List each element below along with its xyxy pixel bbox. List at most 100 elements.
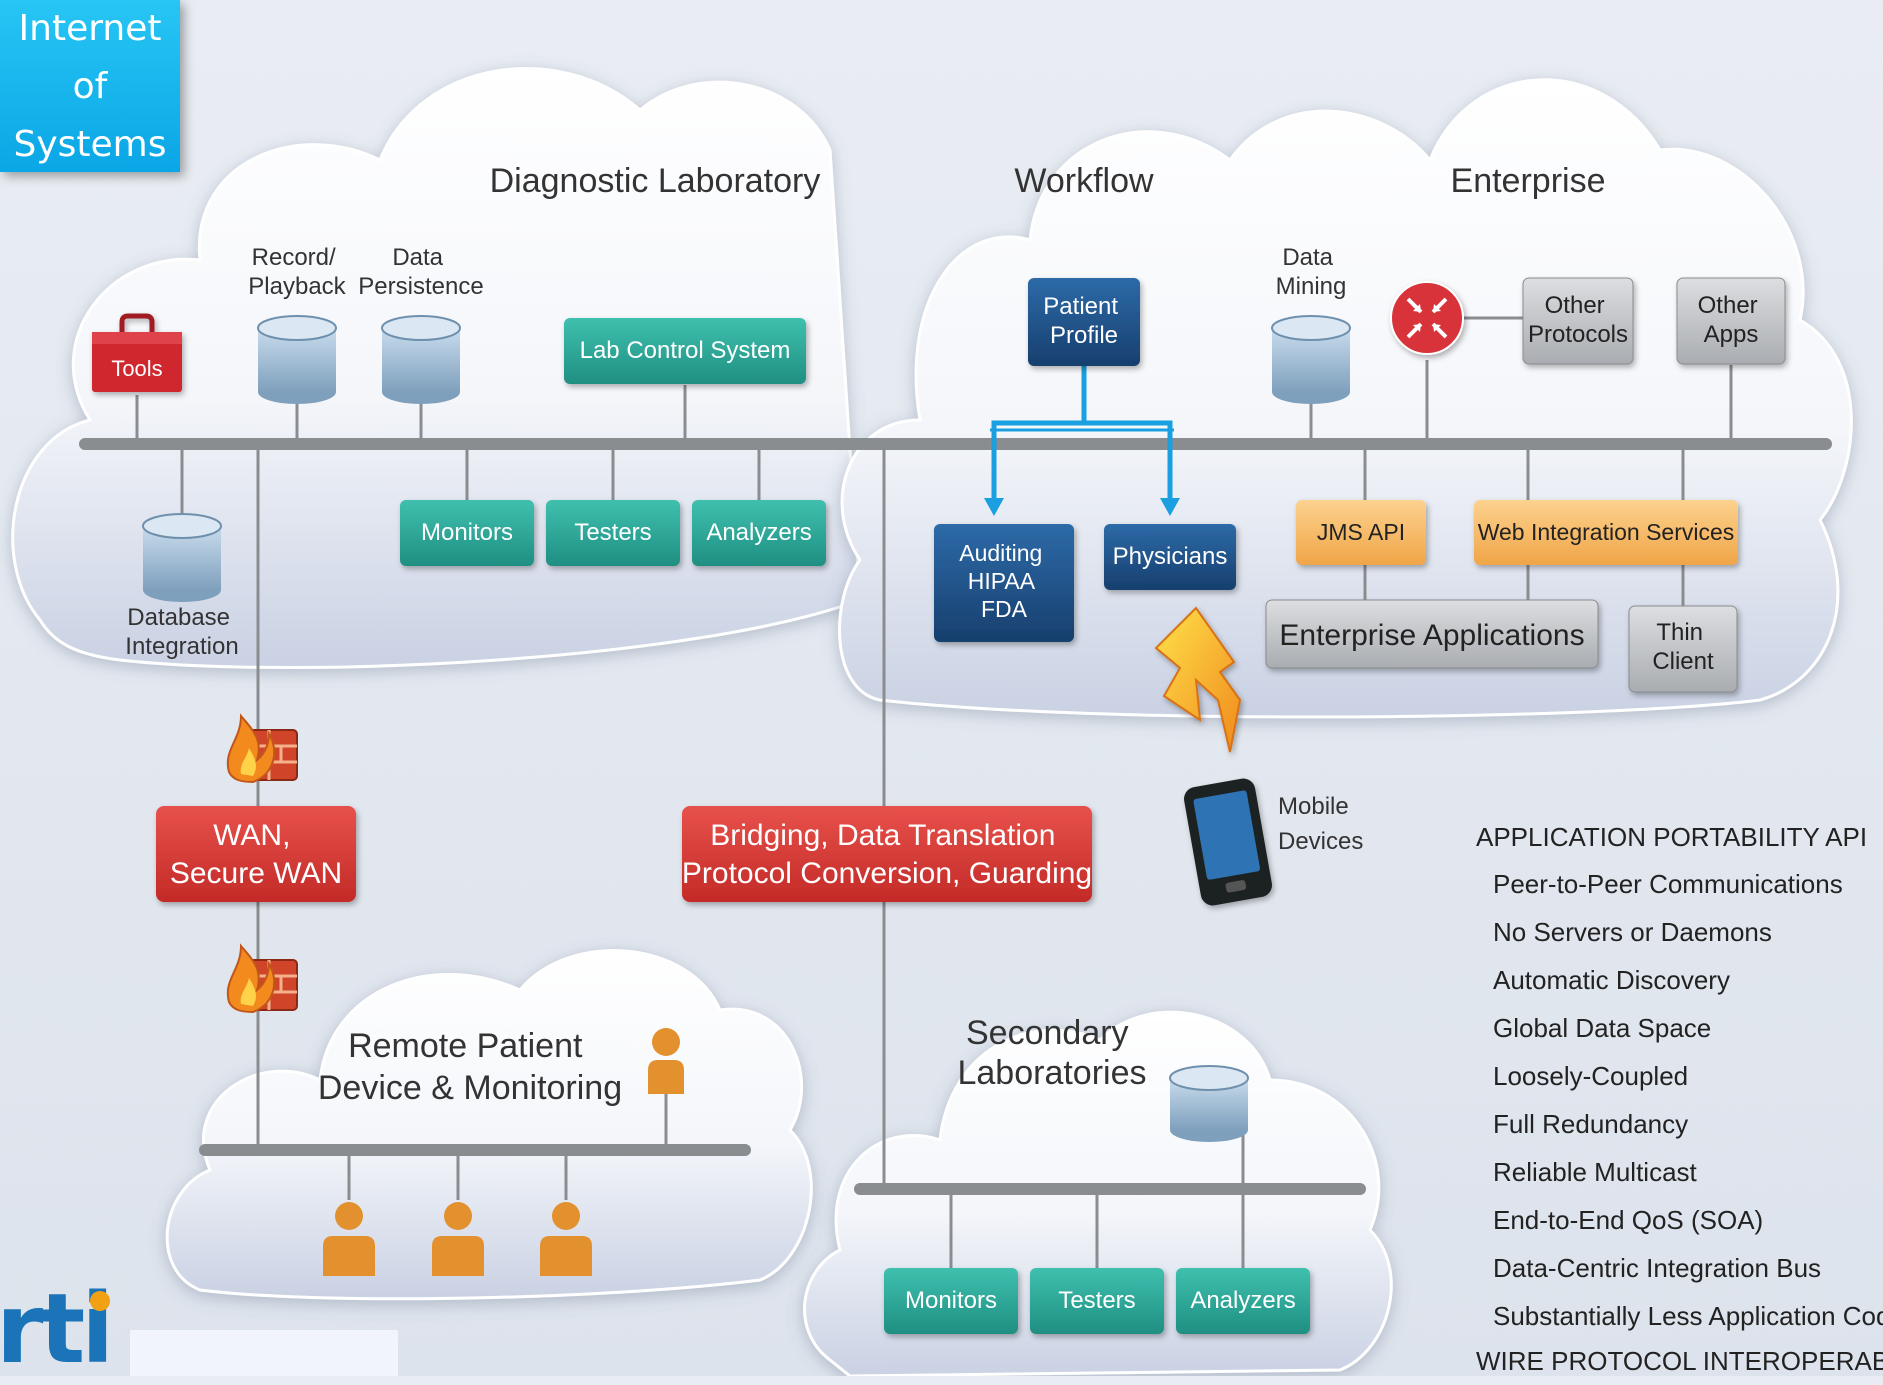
badge-line-2: of	[72, 66, 108, 107]
thin-client-box	[1628, 605, 1738, 693]
tools-label: Tools	[111, 356, 162, 381]
monitors-label: Monitors	[421, 519, 513, 546]
bridging-line-1: Bridging, Data Translation	[710, 819, 1055, 852]
bridging-line-2: Protocol Conversion, Guarding	[682, 857, 1092, 890]
secondary-monitors-label: Monitors	[905, 1287, 997, 1314]
remote-title-line-1: Remote Patient	[348, 1027, 583, 1065]
api-item: Loosely-Coupled	[1493, 1061, 1688, 1091]
tools-toolbox-icon	[92, 313, 182, 392]
lab-control-system-box	[564, 318, 806, 384]
secondary-title-line-2: Laboratories	[957, 1054, 1146, 1092]
secondary-laboratories-title: Secondary Laboratories	[957, 1014, 1146, 1092]
other-apps-label: Other Apps	[1698, 292, 1765, 348]
wan-label: WAN, Secure WAN	[170, 819, 342, 890]
data-persistence-label: Data Persistence	[358, 244, 483, 300]
workflow-title: Workflow	[1014, 162, 1154, 200]
auditing-line-3: FDA	[981, 596, 1028, 622]
persistence-label-line-2: Persistence	[358, 273, 483, 300]
enterprise-applications-label: Enterprise Applications	[1279, 619, 1584, 652]
auditing-label: Auditing HIPAA FDA	[959, 540, 1049, 622]
person-icon	[432, 1202, 484, 1276]
other-protocols-line-1: Other	[1545, 292, 1605, 319]
firewall-icon	[226, 943, 298, 1014]
thin-client-label: Thin Client	[1652, 619, 1714, 675]
other-protocols-box	[1522, 277, 1634, 365]
api-list-footer: WIRE PROTOCOL INTEROPERABILITY	[1476, 1346, 1883, 1376]
analyzers-box	[692, 500, 826, 566]
patient-profile-line-1: Patient	[1043, 293, 1118, 320]
api-item: Full Redundancy	[1493, 1109, 1688, 1139]
testers-label: Testers	[574, 519, 651, 546]
thin-client-line-1: Thin	[1656, 619, 1703, 646]
secondary-testers-box	[1030, 1268, 1164, 1334]
database-icon	[1169, 1065, 1249, 1142]
other-protocols-line-2: Protocols	[1528, 321, 1628, 348]
person-icon	[323, 1202, 375, 1276]
mobile-devices-label: Mobile Devices	[1278, 793, 1363, 855]
record-label-line-1: Record/	[252, 244, 336, 271]
enterprise-title: Enterprise	[1451, 162, 1606, 200]
wan-line-2: Secure WAN	[170, 857, 342, 890]
patient-profile-box	[1028, 278, 1140, 366]
database-icon	[381, 315, 461, 404]
secondary-testers-label: Testers	[1058, 1287, 1135, 1314]
mobile-device-icon	[1184, 778, 1272, 906]
internet-of-systems-badge: Internet of Systems	[0, 0, 180, 172]
wan-line-1: WAN,	[213, 819, 290, 852]
cloud-remote-patient	[165, 949, 813, 1301]
secondary-analyzers-box	[1176, 1268, 1310, 1334]
database-icon	[257, 315, 337, 404]
other-apps-box	[1676, 277, 1786, 365]
api-item: Data-Centric Integration Bus	[1493, 1253, 1821, 1283]
auditing-box	[934, 524, 1074, 642]
bridging-box	[682, 806, 1092, 902]
rti-logo-dot	[90, 1291, 110, 1311]
diagnostic-laboratory-title: Diagnostic Laboratory	[490, 162, 821, 200]
api-list-heading: APPLICATION PORTABILITY API	[1476, 822, 1867, 852]
bridging-label: Bridging, Data Translation Protocol Conv…	[682, 819, 1092, 890]
enterprise-applications-box	[1265, 599, 1599, 669]
secondary-analyzers-label: Analyzers	[1190, 1287, 1295, 1314]
database-integration-label: Database Integration	[125, 604, 238, 660]
analyzers-label: Analyzers	[706, 519, 811, 546]
mining-label-line-2: Mining	[1276, 273, 1347, 300]
person-icon	[648, 1028, 684, 1094]
arrow-to-physicians	[1160, 498, 1180, 516]
mobile-line-2: Devices	[1278, 828, 1363, 855]
patient-profile-arrows	[990, 366, 1174, 500]
api-item: End-to-End QoS (SOA)	[1493, 1205, 1763, 1235]
api-item: Reliable Multicast	[1493, 1157, 1698, 1187]
patient-profile-line-2: Profile	[1050, 322, 1118, 349]
api-item: Global Data Space	[1493, 1013, 1711, 1043]
record-label-line-2: Playback	[248, 273, 346, 300]
mobile-line-1: Mobile	[1278, 793, 1349, 820]
application-portability-list: APPLICATION PORTABILITY API Peer-to-Peer…	[1476, 822, 1883, 1376]
api-item: Peer-to-Peer Communications	[1493, 869, 1843, 899]
jms-api-box	[1296, 500, 1426, 565]
persistence-label-line-1: Data	[392, 244, 443, 271]
jms-api-label: JMS API	[1317, 519, 1405, 545]
secondary-monitors-box	[884, 1268, 1018, 1334]
badge-line-3: Systems	[13, 124, 167, 165]
database-icon	[1271, 315, 1351, 404]
monitors-box	[400, 500, 534, 566]
secondary-title-line-1: Secondary	[966, 1014, 1129, 1052]
web-integration-services-box	[1474, 500, 1738, 565]
auditing-line-1: Auditing	[959, 540, 1042, 566]
data-mining-label: Data Mining	[1276, 244, 1347, 300]
other-apps-line-2: Apps	[1704, 321, 1759, 348]
remote-title-line-2: Device & Monitoring	[318, 1069, 622, 1107]
lab-control-system-label: Lab Control System	[580, 337, 791, 364]
patient-profile-label: Patient Profile	[1043, 293, 1124, 349]
remote-patient-title: Remote Patient Device & Monitoring	[318, 1027, 622, 1107]
badge-line-1: Internet	[18, 8, 162, 49]
rti-logo: rti	[0, 1281, 120, 1377]
testers-box	[546, 500, 680, 566]
api-item: No Servers or Daemons	[1493, 917, 1772, 947]
arrow-to-auditing	[984, 498, 1004, 516]
router-icon	[1390, 281, 1464, 355]
wan-box	[156, 806, 356, 902]
record-playback-label: Record/ Playback	[248, 244, 346, 300]
web-integration-services-label: Web Integration Services	[1478, 519, 1735, 545]
